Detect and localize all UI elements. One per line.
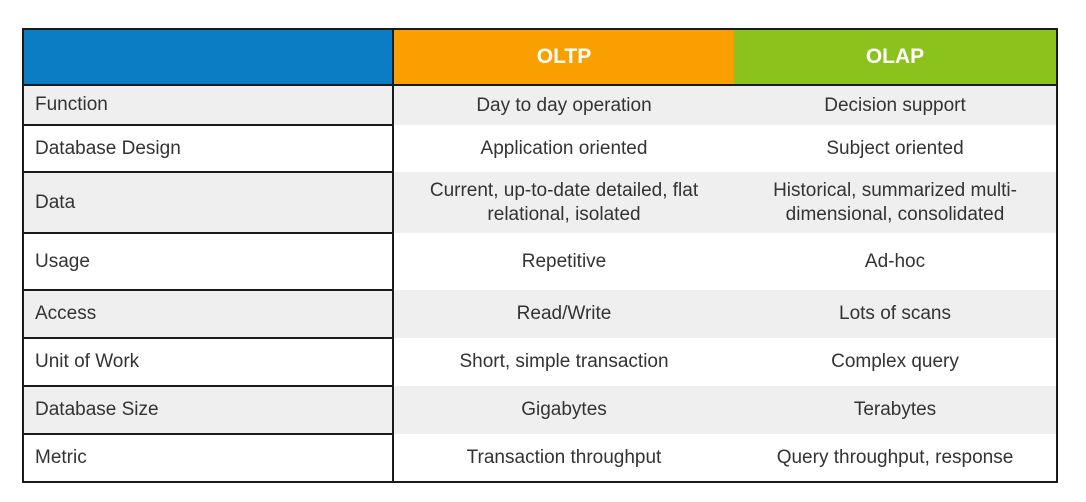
olap-cell: Historical, summarized multi-dimensional… xyxy=(734,172,1058,233)
olap-cell: Terabytes xyxy=(734,386,1058,434)
row-label: Unit of Work xyxy=(22,338,394,387)
table-row: Access Read/Write Lots of scans xyxy=(22,290,1058,339)
olap-cell: Query throughput, response xyxy=(734,434,1058,483)
row-label: Usage xyxy=(22,233,394,291)
table-header-row: OLTP OLAP xyxy=(22,28,1058,86)
table-row: Function Day to day operation Decision s… xyxy=(22,85,1058,126)
table-row: Database Design Application oriented Sub… xyxy=(22,125,1058,173)
olap-cell: Ad-hoc xyxy=(734,233,1058,290)
row-label: Function xyxy=(22,85,394,126)
oltp-cell: Repetitive xyxy=(393,233,734,290)
table-row: Usage Repetitive Ad-hoc xyxy=(22,233,1058,291)
olap-cell: Lots of scans xyxy=(734,290,1058,338)
oltp-olap-comparison-table: OLTP OLAP Function Day to day operation … xyxy=(22,28,1058,483)
row-label: Data xyxy=(22,172,394,234)
olap-cell: Subject oriented xyxy=(734,125,1058,172)
oltp-cell: Current, up-to-date detailed, flat relat… xyxy=(393,172,734,233)
table-row: Unit of Work Short, simple transaction C… xyxy=(22,338,1058,387)
header-blank-cell xyxy=(22,28,394,86)
row-label: Database Design xyxy=(22,125,394,173)
table-row: Database Size Gigabytes Terabytes xyxy=(22,386,1058,435)
oltp-cell: Transaction throughput xyxy=(393,434,734,483)
oltp-cell: Gigabytes xyxy=(393,386,734,434)
oltp-cell: Day to day operation xyxy=(393,85,734,125)
row-label: Database Size xyxy=(22,386,394,435)
olap-cell: Complex query xyxy=(734,338,1058,386)
header-olap: OLAP xyxy=(734,28,1058,86)
table-row: Data Current, up-to-date detailed, flat … xyxy=(22,172,1058,234)
row-label: Metric xyxy=(22,434,394,483)
oltp-cell: Application oriented xyxy=(393,125,734,172)
row-label: Access xyxy=(22,290,394,339)
header-oltp: OLTP xyxy=(393,28,734,86)
oltp-cell: Read/Write xyxy=(393,290,734,338)
oltp-cell: Short, simple transaction xyxy=(393,338,734,386)
olap-cell: Decision support xyxy=(734,85,1058,125)
table-row: Metric Transaction throughput Query thro… xyxy=(22,434,1058,483)
